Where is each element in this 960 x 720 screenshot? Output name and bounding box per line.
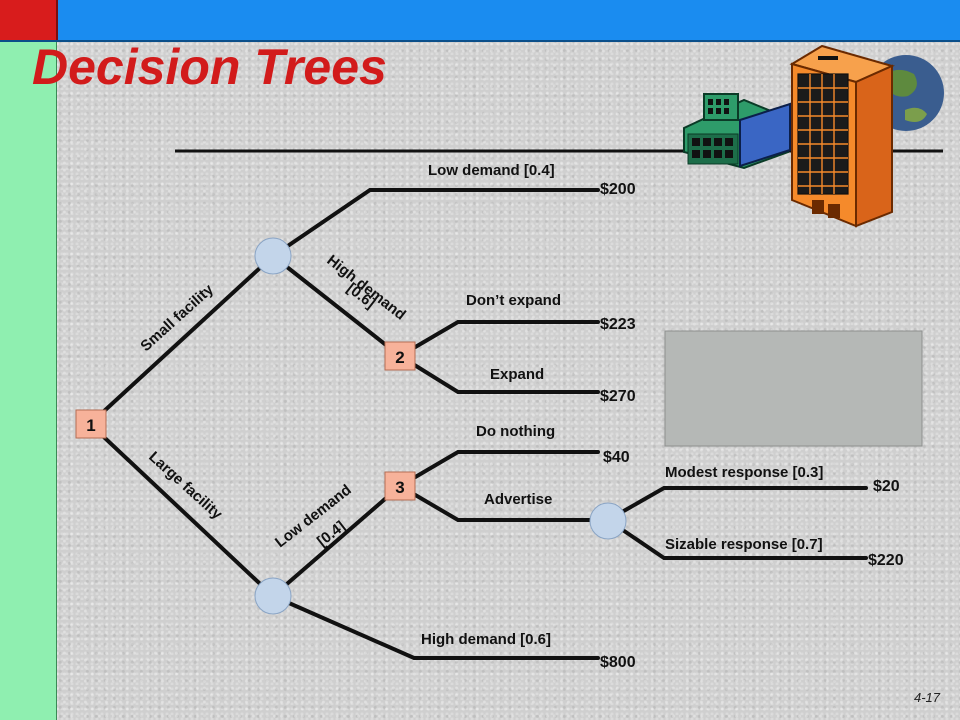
edge-expand xyxy=(398,354,600,394)
edge-high-demand-small xyxy=(271,254,402,358)
edge-modest-response xyxy=(606,486,868,522)
edge-low-demand-large xyxy=(271,484,402,598)
edge-advertise xyxy=(398,484,610,522)
label-low-demand-large-line1: Low demand xyxy=(272,481,355,551)
decision-node-root-label: 1 xyxy=(86,416,95,435)
label-expand: Expand xyxy=(490,366,544,383)
payoff-sizable-response: $220 xyxy=(868,552,904,569)
payoff-low-demand-small: $200 xyxy=(600,181,636,198)
top-bar xyxy=(0,0,960,42)
edge-dont-expand xyxy=(398,320,600,358)
label-low-demand-small: Low demand [0.4] xyxy=(428,162,555,179)
label-modest-response: Modest response [0.3] xyxy=(665,464,823,481)
label-high-demand-large: High demand [0.6] xyxy=(421,631,551,648)
label-high-demand-small-line1: High demand xyxy=(324,252,409,324)
payoff-dont-expand: $223 xyxy=(600,316,636,333)
decision-node-advertise-label: 3 xyxy=(395,478,404,497)
edge-high-demand-large xyxy=(271,594,600,660)
label-advertise: Advertise xyxy=(484,491,552,508)
edge-low-demand-small xyxy=(271,188,600,258)
left-bar xyxy=(0,42,57,720)
payoff-expand: $270 xyxy=(600,388,636,405)
decision-node-expand-label: 2 xyxy=(395,348,404,367)
label-sizable-response: Sizable response [0.7] xyxy=(665,536,823,553)
payoff-modest-response: $20 xyxy=(873,478,900,495)
chance-node-advertise xyxy=(589,502,627,540)
edge-do-nothing xyxy=(398,450,600,488)
chance-node-small xyxy=(254,237,292,275)
label-dont-expand: Don’t expand xyxy=(466,292,561,309)
slide-number: 4-17 xyxy=(913,690,940,705)
building-illustration-icon xyxy=(683,44,944,228)
decision-node-expand xyxy=(384,341,416,371)
decision-node-root xyxy=(75,409,107,439)
payoff-high-demand-large: $800 xyxy=(600,654,636,671)
edge-small-facility xyxy=(88,254,275,426)
edge-sizable-response xyxy=(606,518,868,560)
edge-large-facility xyxy=(88,422,275,598)
note-box xyxy=(664,330,923,447)
label-do-nothing: Do nothing xyxy=(476,423,555,440)
payoff-do-nothing: $40 xyxy=(603,449,630,466)
corner-block xyxy=(0,0,58,40)
decision-node-advertise xyxy=(384,471,416,501)
chance-node-large xyxy=(254,577,292,615)
slide-title: Decision Trees xyxy=(32,39,387,95)
